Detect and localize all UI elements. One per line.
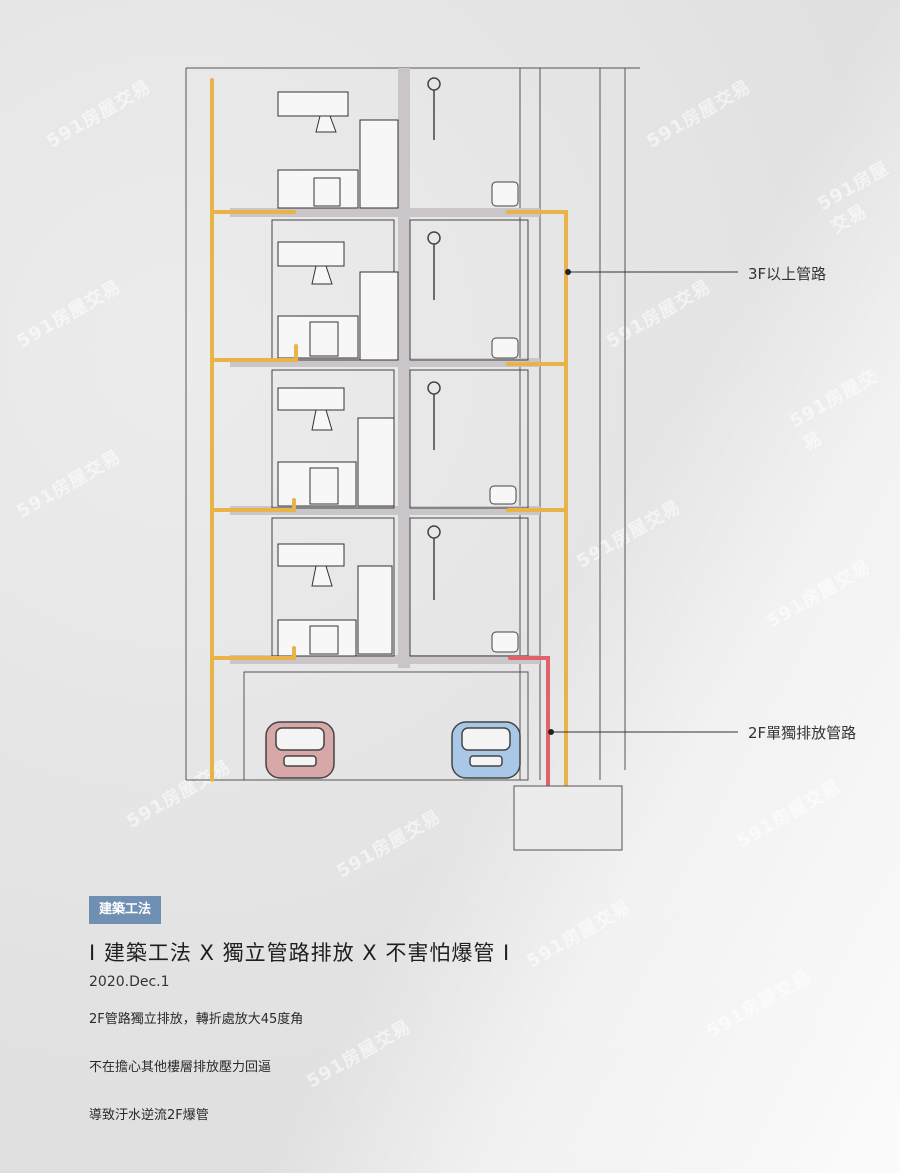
article-line: 導致汙水逆流2F爆管 bbox=[89, 1108, 209, 1123]
article-line: 不在擔心其他樓層排放壓力回逼 bbox=[89, 1060, 272, 1075]
central-wall bbox=[398, 68, 410, 668]
article-line: 2F管路獨立排放，轉折處放大45度角 bbox=[89, 1012, 304, 1027]
callout-leaders bbox=[552, 271, 738, 733]
main-drain-pipe bbox=[210, 78, 568, 792]
building-outline bbox=[185, 67, 640, 781]
floor-slabs bbox=[230, 208, 540, 664]
parking-level bbox=[243, 671, 529, 781]
callout-2f-pipe: 2F單獨排放管路 bbox=[748, 724, 857, 742]
kitchens bbox=[277, 91, 399, 657]
building-section-diagram bbox=[185, 67, 738, 851]
car-right bbox=[451, 721, 521, 779]
independent-2f-pipe bbox=[508, 656, 550, 792]
car-left bbox=[265, 721, 335, 779]
article-headline: Ⅰ 建築工法 X 獨立管路排放 X 不害怕爆管 Ⅰ bbox=[89, 941, 511, 965]
septic-tank bbox=[513, 785, 623, 851]
callout-upper-pipes: 3F以上管路 bbox=[748, 265, 827, 283]
rooms bbox=[271, 219, 529, 657]
showers bbox=[427, 77, 441, 600]
range-hoods bbox=[311, 115, 337, 587]
category-tag[interactable]: 建築工法 bbox=[89, 896, 162, 924]
article-date: 2020.Dec.1 bbox=[89, 974, 170, 990]
callout-dot bbox=[565, 269, 571, 275]
callout-dot bbox=[548, 729, 554, 735]
toilets bbox=[489, 181, 519, 653]
